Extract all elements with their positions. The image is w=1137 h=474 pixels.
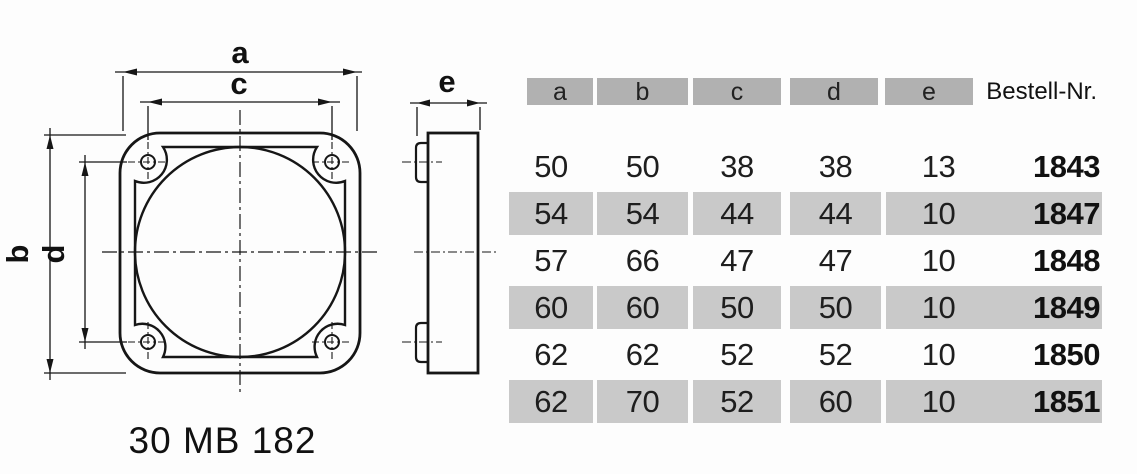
table-row: 54 54 44 44 10 1847 [509, 190, 1107, 237]
cell-b: 62 [625, 337, 660, 372]
row-shade-band [693, 192, 781, 235]
cell-a: 57 [534, 243, 568, 278]
side-centerlines [402, 161, 496, 343]
dim-label-a: a [231, 35, 249, 70]
row-shade-band [509, 286, 593, 329]
table-row: 62 70 52 60 10 1851 [509, 378, 1107, 425]
cell-c: 44 [720, 196, 754, 231]
cell-c: 47 [720, 243, 754, 278]
row-shade-band [886, 286, 1102, 329]
cell-e: 10 [921, 290, 956, 325]
table-header-row: a b c d e Bestell-Nr. [509, 78, 1107, 106]
dimension-arrows [46, 68, 480, 373]
cell-c: 52 [720, 337, 754, 372]
header-c: c [693, 78, 781, 106]
dim-b [44, 128, 126, 380]
cell-bestell-nr: 1849 [1033, 290, 1100, 325]
table-row: 50 50 38 38 13 1843 [509, 143, 1107, 190]
dim-label-d: d [36, 245, 71, 264]
cell-a: 54 [534, 196, 568, 231]
dim-label-e: e [438, 64, 455, 99]
cell-a: 62 [534, 337, 568, 372]
front-centerlines [102, 110, 379, 396]
model-number-label: 30 MB 182 [128, 420, 317, 461]
row-shade-band [886, 380, 1102, 423]
header-b: b [597, 78, 688, 106]
header-bestell-nr: Bestell-Nr. [986, 78, 1097, 105]
cell-e: 10 [921, 337, 956, 372]
cell-bestell-nr: 1847 [1033, 196, 1100, 231]
cell-bestell-nr: 1843 [1033, 149, 1100, 184]
cell-b: 60 [625, 290, 660, 325]
side-view-body [426, 131, 480, 375]
header-a: a [527, 78, 593, 106]
row-shade-band [790, 192, 881, 235]
row-shade-band [597, 286, 688, 329]
cell-bestell-nr: 1851 [1033, 384, 1100, 419]
header-e: e [885, 78, 973, 106]
row-shade-band [693, 286, 781, 329]
row-shade-band [790, 286, 881, 329]
cell-d: 38 [818, 149, 853, 184]
cell-a: 60 [534, 290, 568, 325]
cell-a: 50 [534, 149, 568, 184]
cell-e: 10 [921, 243, 956, 278]
cell-e: 10 [921, 384, 956, 419]
header-d: d [790, 78, 878, 106]
table-row: 57 66 47 47 10 1848 [509, 237, 1107, 284]
table-row: 62 62 52 52 10 1850 [509, 331, 1107, 378]
dim-e [410, 102, 487, 136]
screw-centerlines [128, 142, 352, 362]
cell-d: 47 [818, 243, 853, 278]
cell-d: 52 [818, 337, 853, 372]
cell-d: 44 [818, 196, 853, 231]
row-shade-band [509, 192, 593, 235]
dim-c [140, 101, 340, 140]
cell-e: 13 [921, 149, 956, 184]
cell-d: 60 [818, 384, 853, 419]
cell-b: 66 [625, 243, 660, 278]
cell-d: 50 [818, 290, 853, 325]
cell-bestell-nr: 1850 [1033, 337, 1100, 372]
row-shade-band [509, 380, 593, 423]
dim-d [79, 155, 127, 349]
row-shade-band [597, 380, 688, 423]
cell-b: 54 [625, 196, 660, 231]
cell-b: 50 [625, 149, 660, 184]
dim-a [115, 71, 362, 131]
cell-c: 52 [720, 384, 754, 419]
dim-label-c: c [230, 66, 247, 101]
dim-label-b: b [0, 245, 35, 264]
cell-a: 62 [534, 384, 568, 419]
cell-e: 10 [921, 196, 956, 231]
table-row: 60 60 50 50 10 1849 [509, 284, 1107, 331]
cell-b: 70 [625, 384, 660, 419]
row-shade-band [693, 380, 781, 423]
row-shade-band [886, 192, 1102, 235]
cell-c: 38 [720, 149, 754, 184]
row-shade-band [790, 380, 881, 423]
technical-drawing: a c b d e [0, 35, 496, 396]
row-shade-band [597, 192, 688, 235]
cell-bestell-nr: 1848 [1033, 243, 1100, 278]
cell-c: 50 [720, 290, 754, 325]
